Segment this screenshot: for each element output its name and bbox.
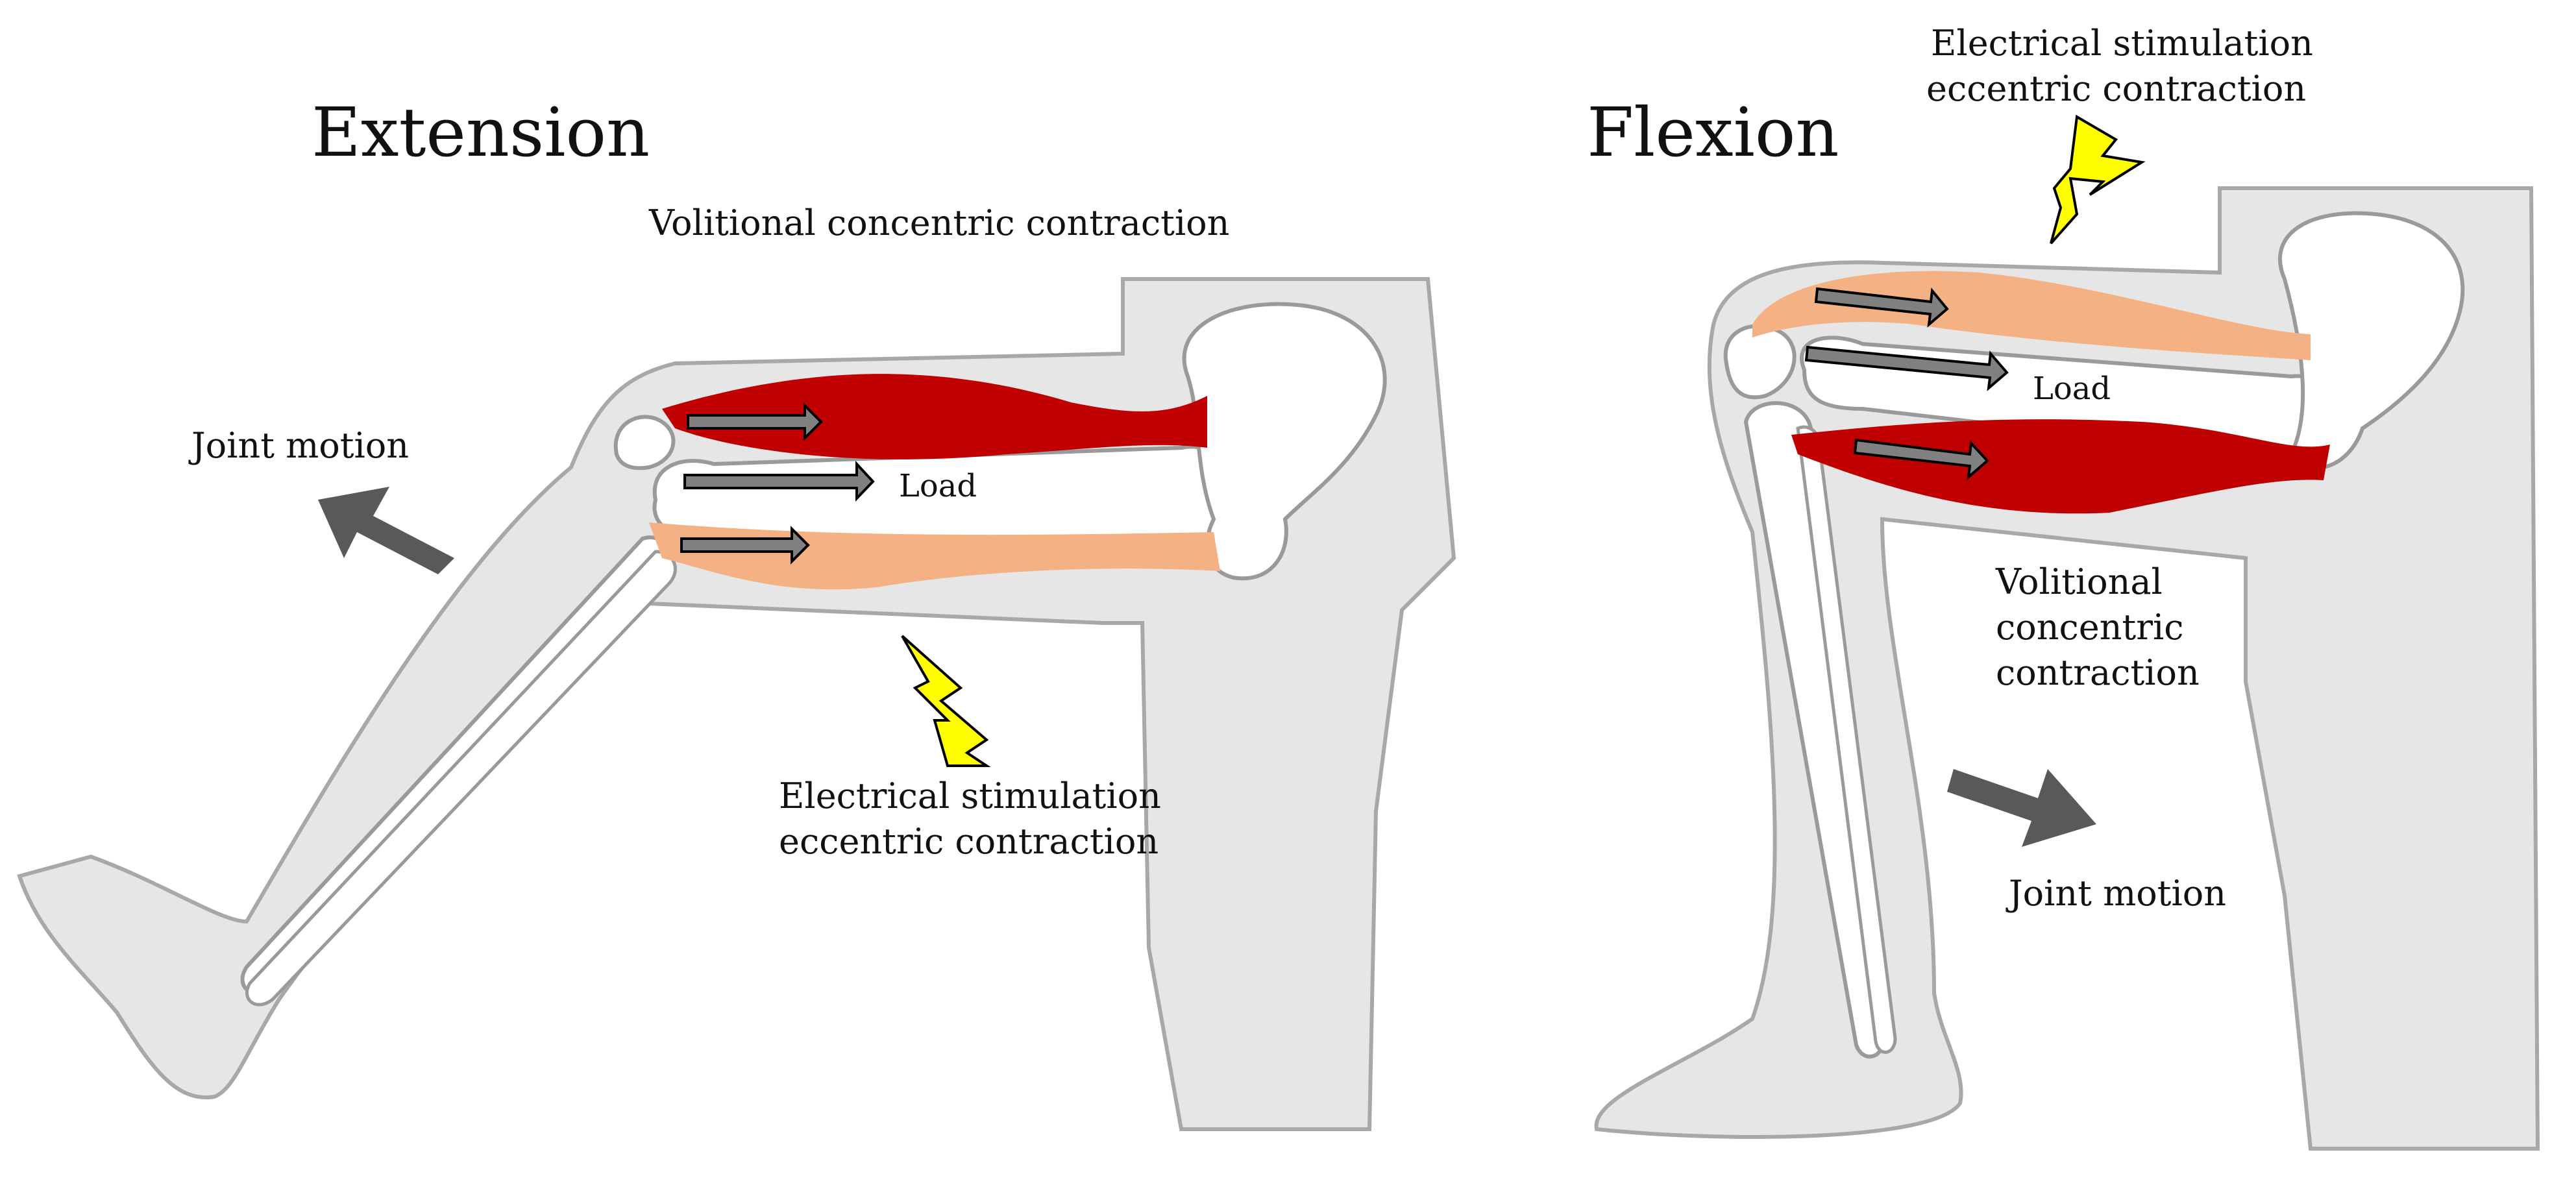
- flexion-lightning-bolt-icon: [2050, 114, 2146, 245]
- extension-force-arrow-passive: [680, 526, 810, 565]
- flexion-stim-line2: eccentric contraction: [1926, 68, 2306, 109]
- extension-stim-line1: Electrical stimulation: [779, 776, 1161, 816]
- flexion-active-muscle: [1791, 419, 2330, 514]
- extension-joint-motion-label: Joint motion: [188, 425, 409, 466]
- flexion-fibula: [1796, 425, 1897, 1054]
- extension-active-muscle: [662, 374, 1207, 459]
- extension-panel: Extension Volitional concentric contract…: [17, 93, 1456, 1131]
- flexion-volitional-line3: contraction: [1996, 652, 2200, 693]
- extension-force-arrow-load: [683, 460, 875, 502]
- flexion-joint-motion-label: Joint motion: [2006, 873, 2226, 914]
- flexion-force-arrow-load: [1804, 345, 2009, 391]
- extension-top-label: Volitional concentric contraction: [648, 202, 1229, 243]
- flexion-patella: [1723, 324, 1797, 400]
- flexion-force-arrow-muscle: [1853, 438, 1989, 480]
- extension-load-label: Load: [899, 468, 977, 504]
- flexion-load-label: Load: [2033, 371, 2111, 407]
- extension-lightning-bolt-icon: [901, 635, 991, 767]
- flexion-passive-muscle: [1752, 271, 2311, 360]
- flexion-title: Flexion: [1587, 93, 1839, 172]
- flexion-volitional-line1: Volitional: [1995, 561, 2163, 602]
- extension-force-arrow-muscle: [687, 402, 823, 441]
- flexion-panel: Flexion Electrical stimulation eccentric…: [1587, 23, 2540, 1151]
- flexion-stim-line1: Electrical stimulation: [1931, 23, 2313, 64]
- flexion-volitional-line2: concentric: [1996, 607, 2184, 648]
- extension-pelvis: [1182, 302, 1387, 581]
- flexion-joint-motion-arrow: [1947, 769, 2096, 847]
- flexion-pelvis: [2278, 211, 2465, 470]
- extension-patella: [613, 415, 676, 470]
- flexion-force-arrow-passive: [1814, 287, 1949, 328]
- extension-title: Extension: [312, 93, 650, 172]
- extension-stim-line2: eccentric contraction: [779, 821, 1159, 862]
- extension-joint-motion-arrow: [318, 487, 454, 574]
